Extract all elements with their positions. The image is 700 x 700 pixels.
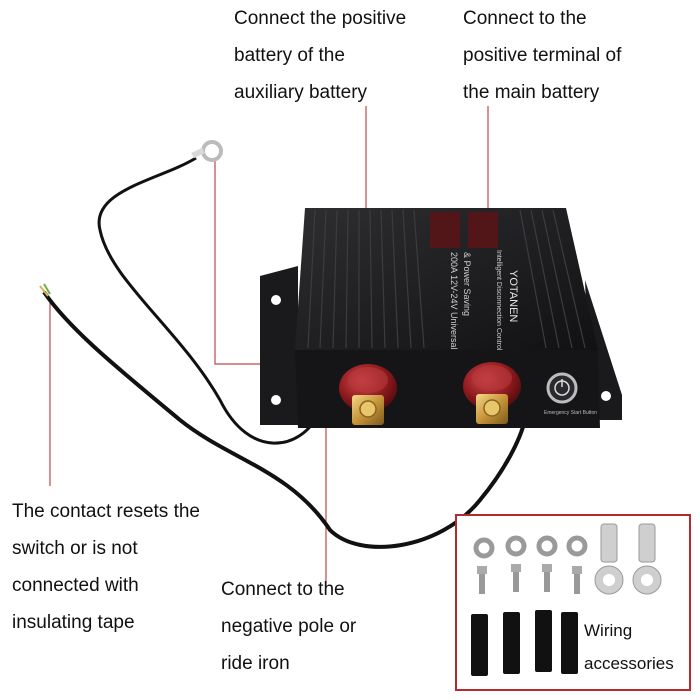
callout-line: auxiliary battery: [234, 82, 368, 103]
accessories-image: [471, 523, 662, 676]
spec-line: 200A 12V-24V Universal: [449, 252, 459, 350]
terminal-positive-main[interactable]: [463, 362, 521, 424]
callout-line: positive terminal of: [463, 45, 622, 66]
washer-icon: [473, 535, 588, 559]
callout-contact: The contact resets the switch or is not …: [12, 493, 200, 641]
emergency-start-button[interactable]: [546, 372, 578, 404]
callout-line: insulating tape: [12, 612, 135, 633]
wire-thin: [42, 156, 527, 549]
label-block: [430, 212, 460, 248]
accessories-label-line: accessories: [584, 654, 674, 673]
terminal-positive-aux[interactable]: [339, 364, 397, 425]
flange-hole: [271, 295, 281, 305]
screw-icon: [477, 564, 582, 594]
device-fins: [307, 209, 586, 349]
callout-line: battery of the: [234, 45, 345, 66]
spec-line: & Power Saving: [462, 252, 472, 316]
callout-line: Connect to the: [463, 8, 587, 29]
flange-hole: [601, 391, 611, 401]
callout-negative: Connect to the negative pole or ride iro…: [221, 571, 356, 682]
accessories-panel: [455, 514, 691, 691]
button-label: Emergency Start Button: [544, 410, 597, 416]
callout-positive-main: Connect to the positive terminal of the …: [463, 0, 621, 111]
callout-line: connected with: [12, 575, 139, 596]
callout-line: ride iron: [221, 653, 290, 674]
brand-text: YOTANEN: [507, 270, 519, 322]
callout-positive-aux: Connect the positive battery of the auxi…: [234, 0, 406, 111]
callout-line: switch or is not: [12, 538, 138, 559]
callout-line: Connect the positive: [234, 8, 407, 29]
spec-line: Intelligent Disconnection Controller: [495, 250, 502, 359]
callout-line: the main battery: [463, 82, 600, 103]
accessories-label: Wiring accessories: [584, 614, 674, 680]
lug-terminal-icon: [594, 523, 662, 595]
accessories-label-line: Wiring: [584, 621, 633, 640]
ring-terminal: [191, 140, 223, 162]
heat-shrink-icon: [471, 610, 578, 676]
flange-hole: [271, 395, 281, 405]
callout-line: The contact resets the: [12, 501, 200, 522]
callout-line: negative pole or: [221, 616, 357, 637]
callout-line: Connect to the: [221, 579, 345, 600]
flange-left: [260, 266, 298, 425]
wire-end: [39, 283, 51, 297]
label-block: [468, 212, 498, 248]
